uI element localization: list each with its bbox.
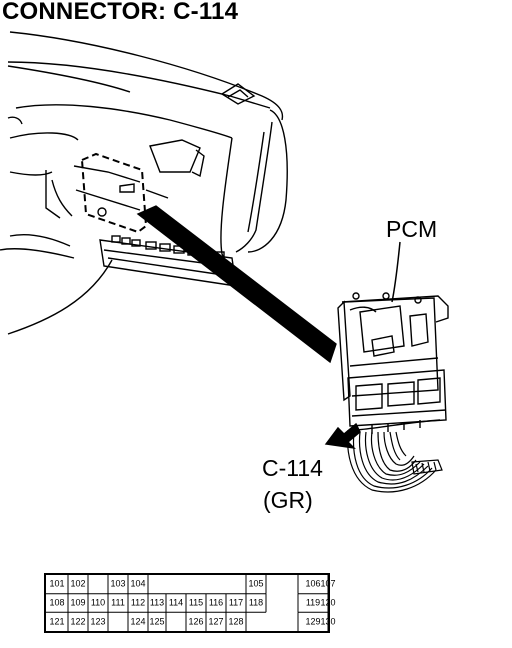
pin-cell: 109 [70,597,86,608]
pin-cell: 105 [248,578,264,589]
pin-cell: 120 [320,597,336,608]
pin-cell: 122 [70,616,86,627]
pin-cell: 108 [49,597,65,608]
pin-cell: 107 [320,578,336,589]
pin-cell: 106 [305,578,321,589]
pin-cell: 128 [228,616,244,627]
pin-cell: 113 [149,597,165,608]
pcm-label: PCM [386,216,438,242]
pin-cell: 124 [130,616,146,627]
pin-cell: 125 [149,616,165,627]
pin-cell: 110 [90,597,106,608]
pin-cell: 104 [130,578,146,589]
pin-cell: 114 [168,597,184,608]
pin-cell: 130 [320,616,336,627]
pin-cell: 117 [228,597,244,608]
page-title: CONNECTOR: C-114 [2,0,239,25]
pointer-wedge [136,205,337,364]
wire-color-label: (GR) [263,487,313,513]
pin-cell: 111 [111,597,125,608]
pin-cell: 101 [49,578,65,589]
pin-cell: 129 [305,616,321,627]
pin-cell: 112 [130,597,146,608]
pcm-location-highlight [73,152,169,234]
pcm-module [337,241,449,434]
pin-cell: 126 [188,616,204,627]
pin-cell: 102 [70,578,86,589]
pin-cell: 119 [305,597,321,608]
pin-cell: 121 [49,616,65,627]
pin-grid-lines [46,575,328,631]
pin-cell: 116 [208,597,224,608]
pin-cell: 123 [90,616,106,627]
pin-cell: 115 [188,597,204,608]
pin-cell: 103 [110,578,126,589]
pin-cell: 118 [248,597,264,608]
connector-label: C-114 [262,455,323,481]
dashboard-outline [0,31,288,335]
wire-harness [346,429,443,493]
pin-cell: 127 [208,616,224,627]
connector-arrow-icon [324,422,361,449]
